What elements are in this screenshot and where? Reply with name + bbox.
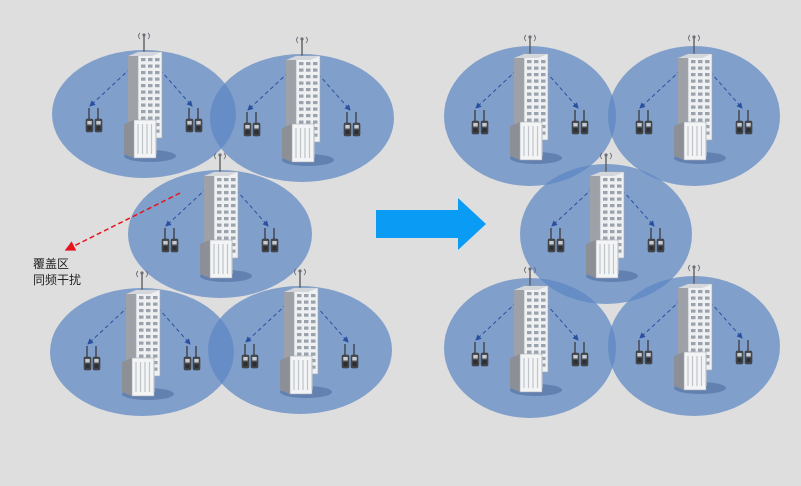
walkie-talkie-icon [556,228,565,253]
walkie-talkie-icon [183,346,192,371]
walkie-talkie-icon [241,344,250,369]
cell-tower-building-icon [586,152,638,282]
cell-tower-building-icon [200,152,252,282]
before-diagram [50,32,394,416]
after-diagram [444,34,780,418]
antenna-icon [524,34,536,54]
walkie-talkie-icon [656,228,665,253]
walkie-talkie-icon [644,110,653,135]
walkie-talkie-icon [92,346,101,371]
antenna-icon [688,264,700,284]
walkie-talkie-icon [635,340,644,365]
walkie-talkie-icon [735,340,744,365]
coverage-cell-5 [208,268,392,414]
walkie-talkie-icon [352,112,361,137]
walkie-talkie-icon [744,110,753,135]
walkie-talkie-icon [480,342,489,367]
cell-tower-building-icon [510,266,562,396]
walkie-talkie-icon [270,228,279,253]
coverage-cell-4 [444,266,616,418]
walkie-talkie-icon [94,108,103,133]
walkie-talkie-icon [480,110,489,135]
walkie-talkie-icon [341,344,350,369]
walkie-talkie-icon [170,228,179,253]
antenna-icon [294,268,306,288]
walkie-talkie-icon [261,228,270,253]
cell-tower-building-icon [280,268,332,398]
cell-tower-building-icon [674,34,726,164]
walkie-talkie-icon [744,340,753,365]
walkie-talkie-icon [571,342,580,367]
coverage-cell-1 [444,34,616,186]
walkie-talkie-icon [635,110,644,135]
walkie-talkie-icon [571,110,580,135]
walkie-talkie-icon [350,344,359,369]
coverage-cell-2 [210,36,394,182]
coverage-cell-4 [50,270,234,416]
antenna-icon [136,270,148,290]
cell-tower-building-icon [282,36,334,166]
walkie-talkie-icon [185,108,194,133]
interference-arrow [64,192,181,251]
coverage-cell-5 [608,264,780,416]
cell-tower-building-icon [674,264,726,394]
walkie-talkie-icon [161,228,170,253]
walkie-talkie-icon [192,346,201,371]
antenna-icon [296,36,308,56]
walkie-talkie-icon [85,108,94,133]
coverage-cell-3 [520,152,692,304]
antenna-icon [214,152,226,172]
antenna-icon [600,152,612,172]
walkie-talkie-icon [644,340,653,365]
coverage-cell-2 [608,34,780,186]
walkie-talkie-icon [647,228,656,253]
cell-tower-building-icon [122,270,174,400]
walkie-talkie-icon [343,112,352,137]
annotation-interference-label: 同频干扰 [33,273,82,287]
annotation-coverage-label: 覆盖区 [33,257,70,271]
right-arrow-icon [376,198,486,250]
walkie-talkie-icon [580,110,589,135]
walkie-talkie-icon [580,342,589,367]
walkie-talkie-icon [243,112,252,137]
antenna-icon [524,266,536,286]
antenna-icon [688,34,700,54]
coverage-cell-3 [128,152,312,298]
coverage-cell-1 [52,32,236,178]
walkie-talkie-icon [471,342,480,367]
cell-tower-building-icon [510,34,562,164]
interference-annotation: 覆盖区 同频干扰 [33,256,81,288]
walkie-talkie-icon [250,344,259,369]
walkie-talkie-icon [735,110,744,135]
walkie-talkie-icon [471,110,480,135]
walkie-talkie-icon [252,112,261,137]
walkie-talkie-icon [547,228,556,253]
walkie-talkie-icon [83,346,92,371]
antenna-icon [138,32,150,52]
walkie-talkie-icon [194,108,203,133]
cell-tower-building-icon [124,32,176,162]
